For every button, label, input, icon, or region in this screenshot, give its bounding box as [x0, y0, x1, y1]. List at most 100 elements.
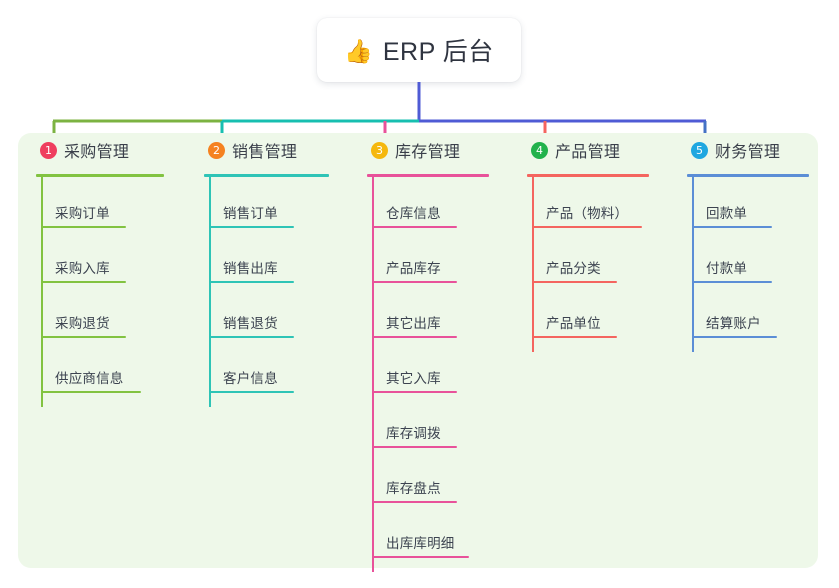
list-item-rule	[372, 336, 457, 338]
list-item[interactable]: 销售订单	[186, 174, 349, 229]
list-item-rule	[209, 336, 294, 338]
list-item-label: 销售出库	[223, 261, 278, 276]
list-item[interactable]: 库存调拨	[349, 394, 509, 449]
column-4: 4 产品管理产品（物料） 产品分类产品单位	[509, 133, 669, 568]
list-item[interactable]: 采购退货	[18, 284, 186, 339]
list-item[interactable]: 供应商信息	[18, 339, 186, 394]
column-items-1: 采购订单采购入库采购退货供应商信息	[18, 174, 186, 394]
columns-container: 1 采购管理采购订单采购入库采购退货供应商信息 2 销售管理销售订单销售出库销售退货客…	[18, 133, 818, 572]
root-title-card[interactable]: 👍 ERP 后台	[317, 18, 521, 82]
list-item-label: 采购入库	[55, 261, 110, 276]
list-item-rule	[41, 336, 126, 338]
thumbs-up-icon: 👍	[344, 37, 373, 64]
column-rule-5	[687, 174, 809, 177]
column-items-2: 销售订单销售出库销售退货客户信息	[186, 174, 349, 394]
list-item-label: 采购退货	[55, 316, 110, 331]
list-item[interactable]: 产品分类	[509, 229, 669, 284]
list-item[interactable]: 其它入库	[349, 339, 509, 394]
column-3: 3 库存管理仓库信息产品库存其它出库其它入库库存调拨库存盘点出库库明细	[349, 133, 509, 572]
list-item-rule	[372, 556, 469, 558]
list-item-rule	[692, 281, 772, 283]
column-badge-2: 2	[208, 141, 225, 159]
list-item[interactable]: 采购订单	[18, 174, 186, 229]
list-item[interactable]: 其它出库	[349, 284, 509, 339]
column-header-5[interactable]: 5 财务管理	[669, 133, 818, 167]
list-item-rule	[532, 281, 617, 283]
list-item[interactable]: 产品单位	[509, 284, 669, 339]
column-badge-4: 4	[531, 141, 548, 159]
list-item[interactable]: 销售退货	[186, 284, 349, 339]
list-item-label: 库存盘点	[386, 481, 441, 496]
column-rule-1	[36, 174, 164, 177]
column-badge-5: 5	[691, 141, 708, 159]
column-title-5: 财务管理	[715, 144, 781, 161]
list-item[interactable]: 出库库明细	[349, 504, 509, 559]
list-item-rule	[532, 336, 617, 338]
list-item-label: 销售订单	[223, 206, 278, 221]
list-item[interactable]: 付款单	[669, 229, 818, 284]
list-item-rule	[209, 391, 294, 393]
column-header-3[interactable]: 3 库存管理	[349, 133, 509, 167]
list-item-label: 回款单	[706, 206, 748, 221]
column-header-2[interactable]: 2 销售管理	[186, 133, 349, 167]
column-header-1[interactable]: 1 采购管理	[18, 133, 186, 167]
list-item-label: 其它出库	[386, 316, 441, 331]
column-title-4: 产品管理	[555, 144, 621, 161]
list-item[interactable]: 销售出库	[186, 229, 349, 284]
column-spine-5	[692, 174, 694, 352]
list-item-label: 付款单	[706, 261, 748, 276]
list-item-rule	[209, 281, 294, 283]
list-item-rule	[692, 336, 777, 338]
list-item-rule	[372, 446, 457, 448]
list-item[interactable]: 库存盘点	[349, 449, 509, 504]
column-title-1: 采购管理	[64, 144, 130, 161]
list-item-label: 客户信息	[223, 371, 278, 386]
page-title: ERP 后台	[382, 38, 494, 66]
list-item-rule	[692, 226, 772, 228]
column-5: 5 财务管理回款单付款单结算账户	[669, 133, 818, 568]
list-item[interactable]: 产品（物料）	[509, 174, 669, 229]
list-item-rule	[41, 226, 126, 228]
diagram-panel	[18, 133, 818, 568]
column-rule-2	[204, 174, 329, 177]
list-item-rule	[41, 281, 126, 283]
list-item-label: 产品单位	[546, 316, 601, 331]
list-item-label: 库存调拨	[386, 426, 441, 441]
column-spine-3	[372, 174, 374, 572]
list-item[interactable]: 仓库信息	[349, 174, 509, 229]
list-item[interactable]: 采购入库	[18, 229, 186, 284]
column-items-5: 回款单付款单结算账户	[669, 174, 818, 339]
list-item-rule	[372, 391, 457, 393]
list-item-label: 其它入库	[386, 371, 441, 386]
column-spine-1	[41, 174, 43, 407]
column-title-3: 库存管理	[395, 144, 461, 161]
list-item-rule	[372, 281, 457, 283]
column-rule-4	[527, 174, 649, 177]
column-header-4[interactable]: 4 产品管理	[509, 133, 669, 167]
list-item-label: 供应商信息	[55, 371, 124, 386]
list-item[interactable]: 客户信息	[186, 339, 349, 394]
list-item-label: 结算账户	[706, 316, 761, 331]
list-item[interactable]: 回款单	[669, 174, 818, 229]
column-items-3: 仓库信息产品库存其它出库其它入库库存调拨库存盘点出库库明细	[349, 174, 509, 559]
list-item-rule	[209, 226, 294, 228]
list-item-label: 销售退货	[223, 316, 278, 331]
list-item-label: 仓库信息	[386, 206, 441, 221]
list-item-rule	[372, 226, 457, 228]
list-item[interactable]: 产品库存	[349, 229, 509, 284]
list-item-rule	[532, 226, 642, 228]
list-item-rule	[41, 391, 141, 393]
column-badge-1: 1	[40, 141, 57, 159]
column-spine-2	[209, 174, 211, 407]
column-items-4: 产品（物料） 产品分类产品单位	[509, 174, 669, 339]
column-title-2: 销售管理	[232, 144, 298, 161]
list-item-label: 采购订单	[55, 206, 110, 221]
column-rule-3	[367, 174, 489, 177]
column-badge-3: 3	[371, 141, 388, 159]
column-2: 2 销售管理销售订单销售出库销售退货客户信息	[186, 133, 349, 568]
column-1: 1 采购管理采购订单采购入库采购退货供应商信息	[18, 133, 186, 568]
list-item-label: 产品（物料）	[546, 206, 629, 221]
list-item-label: 产品分类	[546, 261, 601, 276]
list-item-rule	[372, 501, 457, 503]
list-item[interactable]: 结算账户	[669, 284, 818, 339]
